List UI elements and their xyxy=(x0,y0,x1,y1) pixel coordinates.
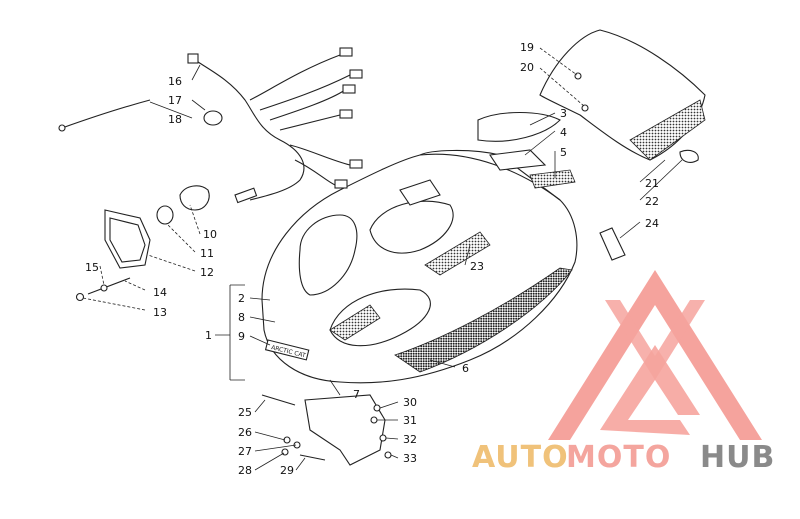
callout-28: 28 xyxy=(238,464,252,477)
washer-31 xyxy=(370,416,378,424)
watermark-text: AUTO MOTO HUB xyxy=(472,440,775,475)
nut-32 xyxy=(379,434,387,442)
callout-14: 14 xyxy=(153,286,167,299)
callout-20: 20 xyxy=(520,61,534,74)
callout-31: 31 xyxy=(403,414,417,427)
callout-1: 1 xyxy=(205,329,212,342)
watermark-word-moto: MOTO xyxy=(566,440,671,475)
callout-32: 32 xyxy=(403,433,417,446)
harness-plug-16 xyxy=(187,53,199,64)
callout-15: 15 xyxy=(85,261,99,274)
logo-inner-shape xyxy=(600,345,700,435)
logo-outer-triangle xyxy=(548,270,762,440)
hood-lower-vent xyxy=(329,288,431,347)
callout-24: 24 xyxy=(645,217,659,230)
connector-d xyxy=(339,109,353,119)
hood-top-vent xyxy=(399,179,441,206)
callout-18: 18 xyxy=(168,113,182,126)
hood-side-decal-6 xyxy=(394,267,573,373)
watermark-logo-icon xyxy=(548,270,762,440)
logo-m-shape xyxy=(605,300,705,380)
callout-4: 4 xyxy=(560,126,567,139)
windshield-decal xyxy=(629,99,706,161)
connector-b xyxy=(349,69,363,79)
connector-e xyxy=(349,159,363,169)
callout-10: 10 xyxy=(203,228,217,241)
callout-17: 17 xyxy=(168,94,182,107)
harness-branch-2 xyxy=(259,74,351,111)
connector-f xyxy=(334,179,348,189)
spring-15 xyxy=(100,284,108,292)
connector-a xyxy=(339,47,353,57)
hood-decal-23 xyxy=(424,231,491,276)
callout-16: 16 xyxy=(168,75,182,88)
windshield-screw-19 xyxy=(574,72,582,80)
screw-13 xyxy=(75,292,85,302)
callout-29: 29 xyxy=(280,464,294,477)
harness-branch-3 xyxy=(269,89,346,121)
wire-lead-18 xyxy=(61,99,151,129)
hood-assembly: ARCTIC CAT xyxy=(261,111,578,384)
decal-5 xyxy=(529,169,576,189)
callout-2: 2 xyxy=(238,292,245,305)
name-decal-plate xyxy=(264,339,310,361)
callout-12: 12 xyxy=(200,266,214,279)
callout-13: 13 xyxy=(153,306,167,319)
windshield-washer-20 xyxy=(581,104,589,112)
callout-33: 33 xyxy=(403,452,417,465)
harness-branch-5 xyxy=(289,144,351,166)
callout-30: 30 xyxy=(403,396,417,409)
harness-branch-6 xyxy=(294,159,336,186)
callout-11: 11 xyxy=(200,247,214,260)
callout-3: 3 xyxy=(560,107,567,120)
watermark-word-auto: AUTO xyxy=(472,440,569,475)
decal-4 xyxy=(489,149,547,171)
callout-22: 22 xyxy=(645,195,659,208)
dash-panel-3 xyxy=(477,111,561,142)
callout-21: 21 xyxy=(645,177,659,190)
callout-6: 6 xyxy=(462,362,469,375)
bulb-socket-10 xyxy=(179,185,210,211)
headlight-lens-12 xyxy=(109,217,146,263)
windshield-assembly xyxy=(539,29,706,163)
callout-8: 8 xyxy=(238,311,245,324)
leader-lines xyxy=(82,47,683,471)
rod-29 xyxy=(299,454,326,461)
connector-c xyxy=(342,84,356,94)
callout-19: 19 xyxy=(520,41,534,54)
group-bracket-1 xyxy=(215,284,245,381)
screw-33 xyxy=(384,451,392,459)
adjust-screw-14 xyxy=(87,277,131,295)
callout-26: 26 xyxy=(238,426,252,439)
headlight-12 xyxy=(104,209,151,269)
spring-25 xyxy=(261,394,296,406)
callout-labels: 1 2 3 4 5 6 7 8 9 10 11 12 13 14 15 16 1… xyxy=(85,41,659,477)
callout-5: 5 xyxy=(560,146,567,159)
callout-7: 7 xyxy=(353,388,360,401)
harness-main-wire xyxy=(194,59,305,201)
wire-terminal-18 xyxy=(58,124,66,132)
grab-handle-24 xyxy=(599,227,626,261)
hood-decal-9 xyxy=(329,304,381,341)
hood-center-recess xyxy=(369,200,454,254)
callout-9: 9 xyxy=(238,330,245,343)
windshield-clip-22 xyxy=(679,149,699,163)
bracket-7 xyxy=(304,394,386,466)
wiring-harness xyxy=(187,47,363,204)
connector-g xyxy=(234,187,258,204)
harness-branch-1 xyxy=(249,54,341,101)
watermark-word-hub: HUB xyxy=(700,440,775,475)
retaining-ring-17 xyxy=(203,110,223,126)
windshield xyxy=(539,29,706,161)
bulb-11 xyxy=(156,205,174,225)
screw-30 xyxy=(373,404,381,412)
callout-23: 23 xyxy=(470,260,484,273)
callout-25: 25 xyxy=(238,406,252,419)
callout-27: 27 xyxy=(238,445,252,458)
hood-left-vent xyxy=(298,214,358,296)
harness-branch-4 xyxy=(279,114,341,131)
